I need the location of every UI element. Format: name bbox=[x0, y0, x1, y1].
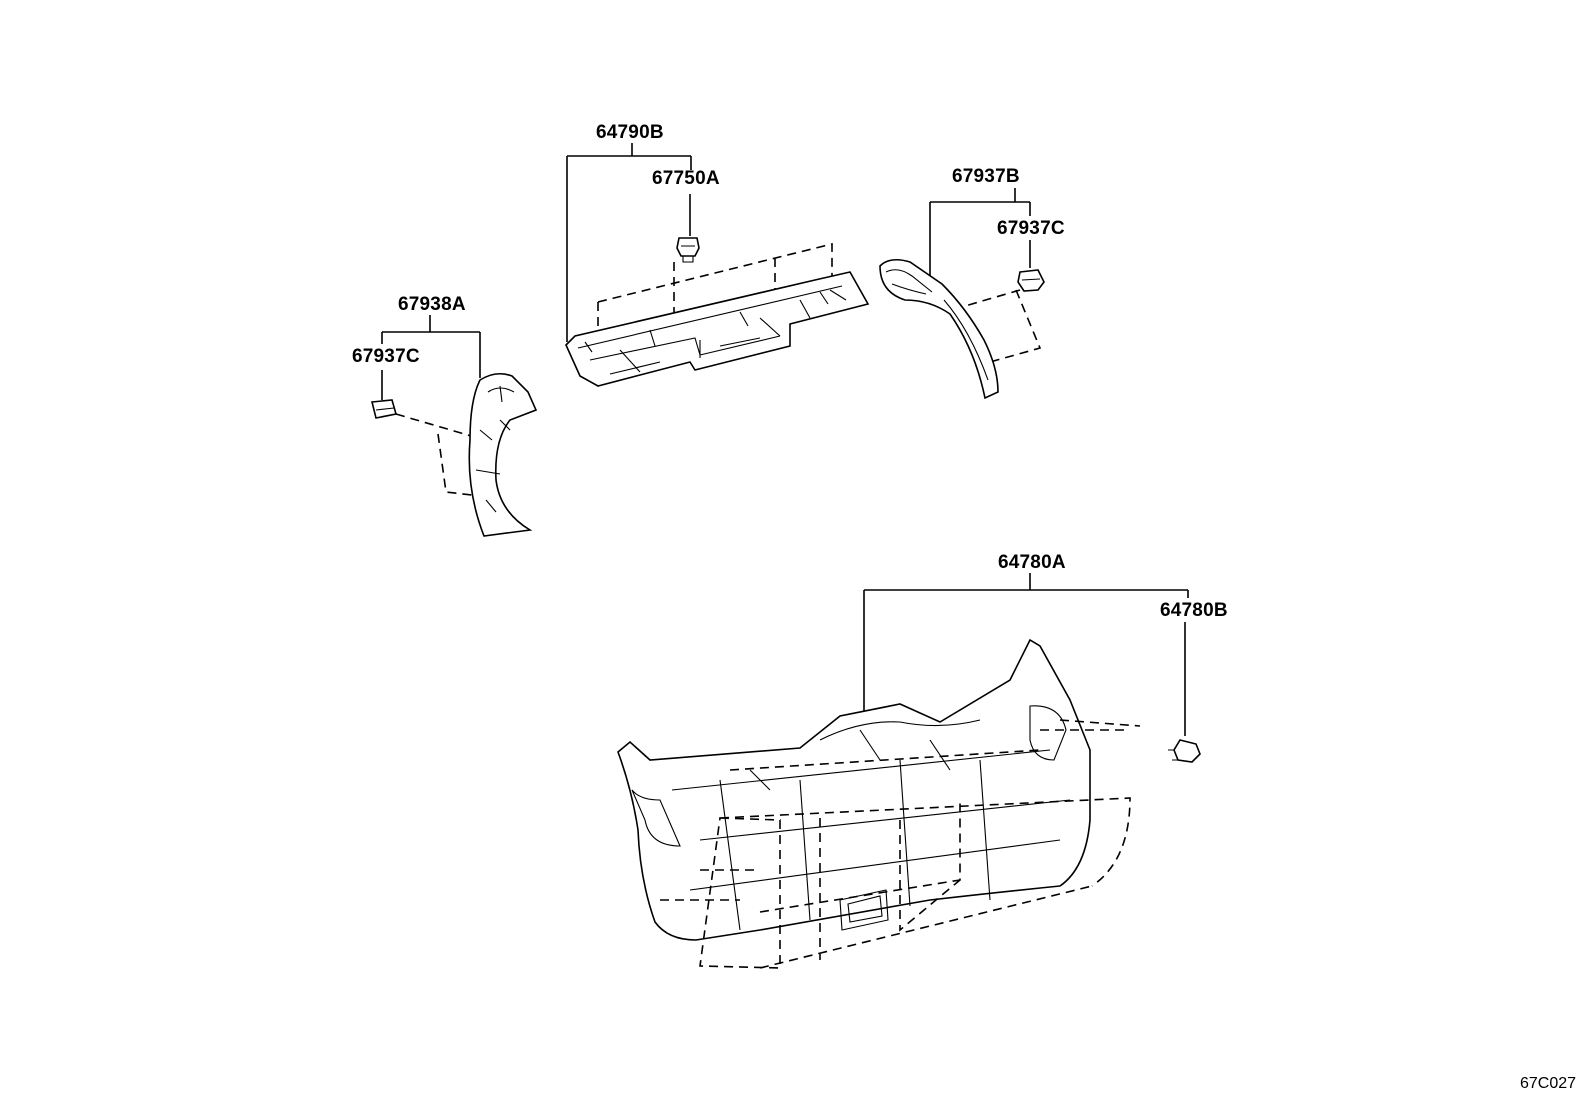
trim-panel-64790B-group: 64790B 67750A bbox=[565, 122, 870, 387]
leader-67937B bbox=[929, 188, 1031, 282]
clip-67750A[interactable] bbox=[676, 237, 700, 263]
label-67937C-left[interactable]: 67937C bbox=[352, 346, 420, 367]
label-67937C-right[interactable]: 67937C bbox=[997, 218, 1065, 239]
clip-67937C-right[interactable] bbox=[1017, 269, 1045, 292]
dash-64790B bbox=[597, 242, 833, 342]
clip-64780B[interactable] bbox=[1168, 739, 1201, 763]
label-64780A[interactable]: 64780A bbox=[998, 552, 1066, 573]
part-67938A[interactable] bbox=[468, 372, 538, 537]
back-door-trim-64780A-group: 64780A 64780B bbox=[617, 552, 1228, 969]
label-67937B[interactable]: 67937B bbox=[952, 166, 1020, 187]
part-64780A[interactable] bbox=[617, 638, 1091, 941]
label-67750A[interactable]: 67750A bbox=[652, 168, 720, 189]
label-67938A[interactable]: 67938A bbox=[398, 294, 466, 315]
dash-67938A bbox=[395, 413, 481, 497]
label-64780B[interactable]: 64780B bbox=[1160, 600, 1228, 621]
pillar-trim-67938A-group: 67938A 67937C bbox=[352, 294, 538, 537]
part-64790B[interactable] bbox=[565, 271, 870, 387]
part-67937B[interactable] bbox=[879, 258, 999, 400]
leader-64790B bbox=[566, 143, 692, 342]
leader-64780A bbox=[863, 573, 1189, 736]
dash-67937B bbox=[964, 289, 1042, 363]
leader-67938A bbox=[381, 315, 481, 400]
dash-64780A bbox=[660, 719, 1141, 969]
label-64790B[interactable]: 64790B bbox=[596, 122, 664, 143]
diagram-code: 67C027 bbox=[1520, 1075, 1576, 1092]
clip-67937C-left[interactable] bbox=[370, 399, 398, 419]
side-trim-67937B-group: 67937B 67937C bbox=[879, 166, 1065, 400]
